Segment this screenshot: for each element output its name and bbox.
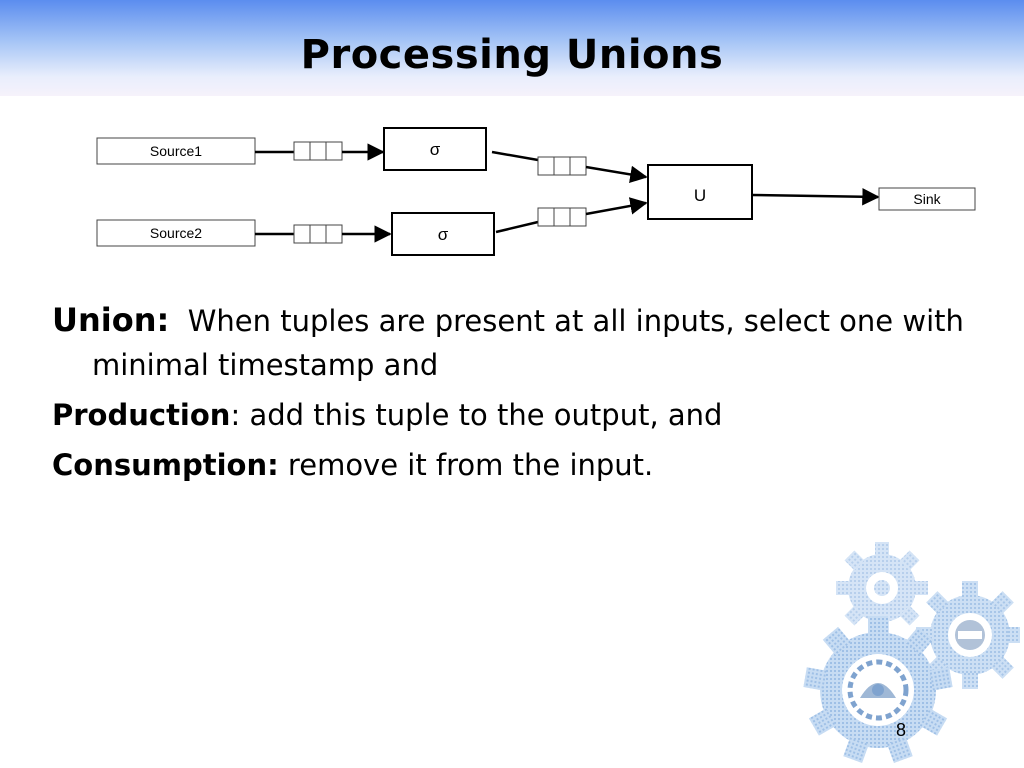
queue-select-bottom xyxy=(537,207,587,227)
source2-node: Source2 xyxy=(96,219,256,247)
body-text: Union: When tuples are present at all in… xyxy=(52,298,972,487)
production-term: Production xyxy=(52,398,231,432)
select-operator-bottom: σ xyxy=(391,212,495,256)
union-operator: U xyxy=(647,164,753,220)
edge-union-sink xyxy=(751,188,880,206)
edge-select-bottom-queue xyxy=(495,220,539,234)
consumption-term: Consumption: xyxy=(52,448,279,482)
sink-label: Sink xyxy=(913,191,941,207)
sink-node: Sink xyxy=(878,187,976,211)
source2-label: Source2 xyxy=(150,225,202,241)
select-operator-top: σ xyxy=(383,127,487,171)
slide-title: Processing Unions xyxy=(300,32,724,78)
page-number: 8 xyxy=(896,720,907,740)
consumption-text: remove it from the input. xyxy=(278,448,654,482)
production-paragraph: Production: add this tuple to the output… xyxy=(52,393,972,437)
production-text: : add this tuple to the output, and xyxy=(230,398,723,432)
union-term: Union: xyxy=(52,301,170,339)
union-dataflow-diagram: Source1 Source2 σ σ xyxy=(96,127,976,256)
title-band xyxy=(0,0,1024,96)
union-label: U xyxy=(694,186,706,205)
union-text: When tuples are present at all inputs, s… xyxy=(92,304,964,382)
queue-select-top xyxy=(537,156,587,176)
union-paragraph: Union: When tuples are present at all in… xyxy=(52,298,972,387)
source1-node: Source1 xyxy=(96,137,256,165)
queue-source2 xyxy=(293,224,343,244)
edge-queue-union-top xyxy=(585,165,648,184)
gears-decoration-icon xyxy=(803,542,1020,763)
source1-label: Source1 xyxy=(150,143,202,159)
queue-source1 xyxy=(293,141,343,161)
consumption-paragraph: Consumption: remove it from the input. xyxy=(52,443,972,487)
edge-queue-union-bottom xyxy=(585,197,648,216)
select-top-label: σ xyxy=(430,140,441,159)
select-bottom-label: σ xyxy=(438,225,449,244)
edge-select-top-queue xyxy=(491,150,539,162)
